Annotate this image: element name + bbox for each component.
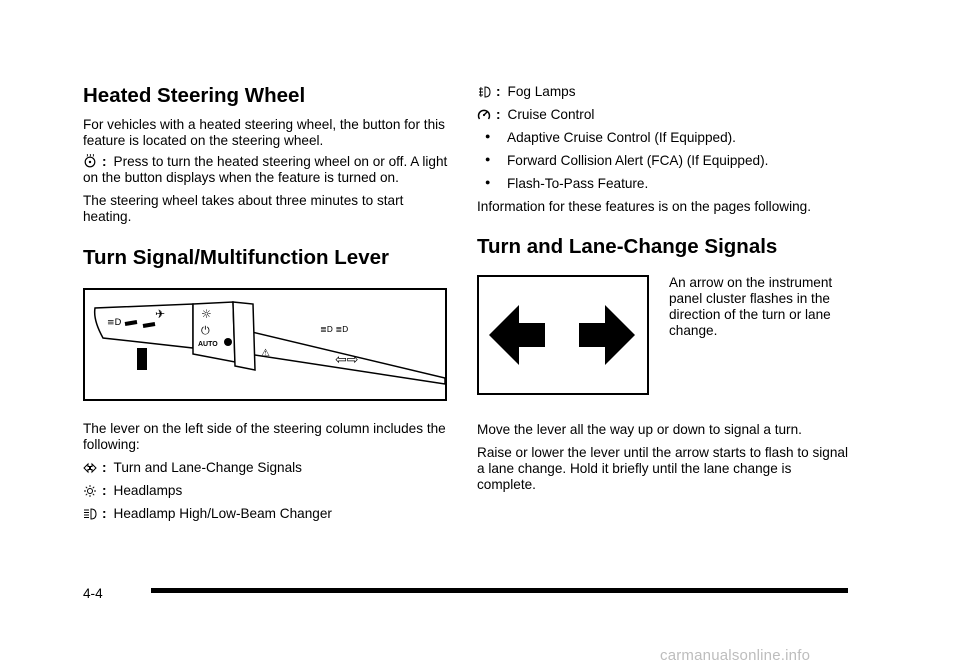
bullet-text: Flash-To-Pass Feature. xyxy=(507,176,649,191)
heated-para-2: :Press to turn the heated steering wheel… xyxy=(83,154,455,186)
left-arrow-icon xyxy=(489,305,545,365)
arrow-figure-row: An arrow on the instrument panel cluster… xyxy=(477,275,849,395)
heated-para-2-text: Press to turn the heated steering wheel … xyxy=(83,154,448,185)
svg-text:☼: ☼ xyxy=(201,307,212,321)
turn-arrows-illustration xyxy=(477,275,649,395)
bullet-item: ●Adaptive Cruise Control (If Equipped). xyxy=(485,130,736,145)
lever-intro: The lever on the left side of the steeri… xyxy=(83,421,446,452)
info-paragraph: Information for these features is on the… xyxy=(477,199,811,214)
right-column: :Fog Lamps :Cruise Control ●Adaptive Cru… xyxy=(477,84,849,493)
right-arrow-icon xyxy=(579,305,635,365)
heated-para-1: For vehicles with a heated steering whee… xyxy=(83,117,445,148)
bullet-item: ●Forward Collision Alert (FCA) (If Equip… xyxy=(485,153,769,168)
item-headlamps: :Headlamps xyxy=(83,483,455,499)
lever-auto-label: AUTO xyxy=(198,341,218,348)
item-headlamps-label: Headlamps xyxy=(113,483,183,498)
move-lever-paragraph: Move the lever all the way up or down to… xyxy=(477,422,802,437)
headlamps-icon xyxy=(83,484,97,498)
item-turn-signals: :Turn and Lane-Change Signals xyxy=(83,460,455,476)
turn-signal-arrows-icon xyxy=(83,461,97,475)
watermark: carmanualsonline.info xyxy=(660,647,811,664)
high-beam-icon xyxy=(83,507,97,521)
heading-heated-steering-wheel: Heated Steering Wheel xyxy=(83,84,306,107)
item-high-beam-label: Headlamp High/Low-Beam Changer xyxy=(113,506,332,521)
heated-para-3: The steering wheel takes about three min… xyxy=(83,193,404,224)
arrow-caption: An arrow on the instrument panel cluster… xyxy=(669,275,833,338)
svg-text:⇦⇨: ⇦⇨ xyxy=(335,352,358,368)
svg-text:⚠: ⚠ xyxy=(261,348,270,359)
bullet-item: ●Flash-To-Pass Feature. xyxy=(485,176,649,191)
svg-text:⏻: ⏻ xyxy=(201,324,210,337)
page-number: 4-4 xyxy=(83,586,103,601)
item-high-beam: :Headlamp High/Low-Beam Changer xyxy=(83,506,455,522)
cruise-control-icon xyxy=(477,108,491,122)
svg-text:≡D: ≡D xyxy=(107,318,122,328)
heading-turn-signal-lever: Turn Signal/Multifunction Lever xyxy=(83,246,389,269)
heading-turn-lane-signals: Turn and Lane-Change Signals xyxy=(477,235,778,258)
svg-text:✈: ✈ xyxy=(155,307,165,321)
fog-lamps-icon xyxy=(477,85,491,99)
colon: : xyxy=(102,154,107,169)
item-fog-lamps: :Fog Lamps xyxy=(477,84,849,100)
multifunction-lever-illustration: ≡D ✈ ☼ ⏻ AUTO ⚠ ≣D ≣D ⇦⇨ xyxy=(83,288,447,401)
item-fog-lamps-label: Fog Lamps xyxy=(507,84,576,99)
footer-rule xyxy=(151,588,848,593)
item-cruise-control: :Cruise Control xyxy=(477,107,849,123)
heated-steering-wheel-icon xyxy=(83,154,97,168)
svg-text:≣D ≣D: ≣D ≣D xyxy=(320,325,348,334)
lane-change-paragraph: Raise or lower the lever until the arrow… xyxy=(477,445,848,492)
item-cruise-control-label: Cruise Control xyxy=(507,107,595,122)
item-turn-signals-label: Turn and Lane-Change Signals xyxy=(113,460,302,475)
bullet-text: Adaptive Cruise Control (If Equipped). xyxy=(507,130,736,145)
left-column: Heated Steering Wheel For vehicles with … xyxy=(83,84,455,522)
bullet-text: Forward Collision Alert (FCA) (If Equipp… xyxy=(507,153,769,168)
